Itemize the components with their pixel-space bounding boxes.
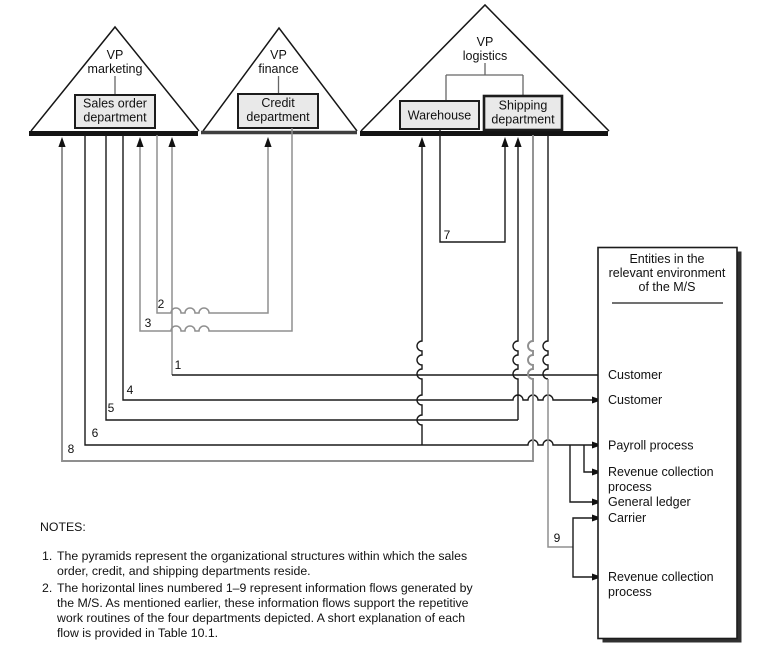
arrowhead-right [592, 396, 602, 404]
notes-heading: NOTES: [40, 520, 86, 534]
flow-7-path [439, 129, 506, 243]
sales-order-dept-label-line1: Sales order [83, 97, 147, 111]
flow-8-line: 8 [58, 135, 534, 462]
entity-payroll-process: Payroll process [608, 439, 693, 453]
vp-finance-label-line2: finance [258, 62, 298, 76]
flow-3-label: 3 [145, 316, 152, 330]
flow-1-line: 1 [168, 137, 606, 376]
note-1-line2: order, credit, and shipping departments … [57, 564, 311, 578]
vp-finance-label-line1: VP [270, 48, 287, 62]
notes-section: NOTES: 1. The pyramids represent the org… [40, 520, 473, 640]
note-2-line1: The horizontal lines numbered 1–9 repres… [57, 581, 473, 595]
flow-2-path [156, 135, 269, 314]
entity-customer-1: Customer [608, 368, 662, 382]
flow-5-line: 5 [105, 135, 522, 421]
note-2-line4: flow is provided in Table 10.1. [57, 626, 218, 640]
arrowhead-up [58, 137, 66, 147]
arrowhead-up [264, 137, 272, 147]
entity-revenue-collection-2-line2: process [608, 585, 652, 599]
flow-8-path [61, 135, 534, 462]
flow-3-path [139, 128, 293, 332]
arrowhead-up [501, 137, 509, 147]
shipping-department-box [482, 94, 564, 132]
arrowhead-right [592, 468, 602, 476]
note-2-line3: work routines of the four departments de… [56, 611, 465, 625]
flow-9-vertical-lower [547, 379, 573, 548]
note-2-number: 2. [42, 581, 52, 595]
shipping-dept-label-line2: department [491, 113, 555, 127]
note-2-line2: the M/S. As mentioned earlier, these inf… [57, 596, 469, 610]
arrowhead-up [514, 137, 522, 147]
arrowhead-right [592, 441, 602, 449]
entities-title-line2: relevant environment [609, 266, 726, 280]
arrowhead-up [168, 137, 176, 147]
entities-box: Entities in the relevant environment of … [597, 246, 742, 643]
pyramid-finance: VP finance Credit department [201, 26, 358, 135]
flow-9-line: 9 [542, 135, 602, 581]
flow-4-label: 4 [127, 383, 134, 397]
vp-logistics-connector [445, 63, 524, 101]
flow-3-line: 3 [136, 128, 293, 332]
entity-customer-2: Customer [608, 393, 662, 407]
arrowhead-up [418, 137, 426, 147]
flow-7-label: 7 [444, 228, 451, 242]
flow-6-general-ledger-branch [569, 445, 593, 503]
arrowhead-up [136, 137, 144, 147]
entity-revenue-collection-2-line1: Revenue collection [608, 570, 714, 584]
arrowhead-right [592, 573, 602, 581]
credit-department-box [237, 93, 319, 129]
warehouse-box [399, 100, 480, 130]
entity-revenue-collection-1-line2: process [608, 480, 652, 494]
flow-lines: 1 2 3 4 5 [58, 128, 606, 581]
flow-8-label: 8 [68, 442, 75, 456]
flow-5-path [105, 135, 518, 421]
credit-dept-label-line2: department [246, 110, 310, 124]
pyramid-logistics-outline [360, 3, 610, 132]
vp-logistics-label-line1: VP [477, 35, 494, 49]
arrowhead-right [592, 514, 602, 522]
flow-7-line: 7 [439, 129, 509, 243]
entity-general-ledger: General ledger [608, 495, 691, 509]
warehouse-label: Warehouse [408, 109, 472, 123]
flow-6-revenue-branch [583, 445, 593, 473]
pyramid-finance-outline [202, 26, 358, 132]
sales-order-dept-label-line2: department [83, 111, 147, 125]
flow-5-vertical [512, 144, 519, 420]
flow-2-label: 2 [158, 297, 165, 311]
shipping-dept-label-line1: Shipping [499, 99, 548, 113]
vp-marketing-label-line2: marketing [88, 62, 143, 76]
flow-6-label: 6 [92, 426, 99, 440]
flow-6-warehouse-branch [416, 144, 423, 445]
entities-box-frame [597, 246, 738, 640]
sales-order-department-box [74, 94, 156, 129]
flow-1-label: 1 [175, 358, 182, 372]
pyramid-marketing-outline [30, 25, 200, 132]
entities-title-line1: Entities in the [629, 252, 704, 266]
vp-marketing-label-line1: VP [107, 48, 124, 62]
entities-title-line3: of the M/S [639, 280, 696, 294]
flow-6-path [84, 135, 593, 446]
pyramid-logistics: VP logistics Warehouse Shipping departme… [360, 3, 610, 136]
note-1-line1: The pyramids represent the organizationa… [57, 549, 467, 563]
note-1-number: 1. [42, 549, 52, 563]
entity-carrier: Carrier [608, 511, 646, 525]
flow-5-label: 5 [108, 401, 115, 415]
flow-9-label: 9 [554, 531, 561, 545]
arrowhead-right [592, 498, 602, 506]
pyramid-marketing: VP marketing Sales order department [29, 25, 200, 136]
credit-dept-label-line1: Credit [261, 96, 295, 110]
flow-9-branch [572, 517, 593, 578]
vp-logistics-label-line2: logistics [463, 49, 507, 63]
entity-revenue-collection-1-line1: Revenue collection [608, 465, 714, 479]
flow-2-line: 2 [156, 135, 272, 314]
flow-9-vertical-upper [542, 135, 549, 380]
flow-6-line: 6 [84, 135, 602, 506]
